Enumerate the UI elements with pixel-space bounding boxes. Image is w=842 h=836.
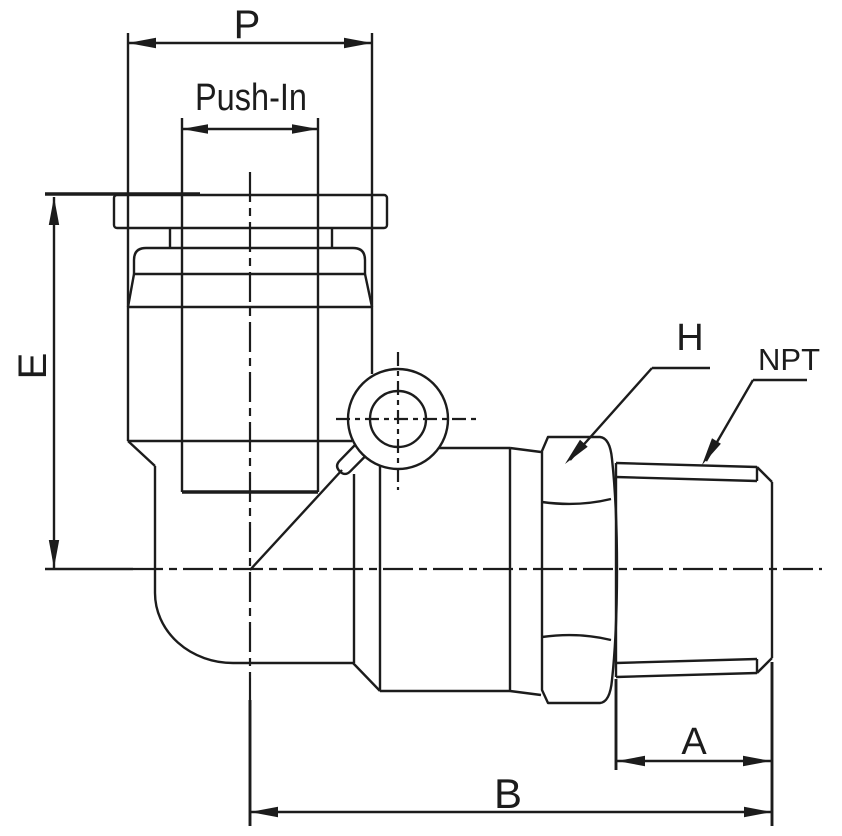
outlet-bottom-transition bbox=[509, 689, 542, 697]
dim-a-arrow-right bbox=[743, 755, 771, 767]
thread-bottom-root bbox=[615, 657, 758, 665]
elbow-corner-arc bbox=[153, 592, 234, 665]
corner-boss bbox=[249, 367, 450, 571]
corner-stub-outline bbox=[335, 444, 367, 476]
callout-npt: NPT bbox=[702, 342, 820, 465]
dim-b-label: B bbox=[494, 770, 522, 817]
dim-e-arrow-top bbox=[48, 197, 60, 225]
dim-push-in-arrow-left bbox=[182, 124, 208, 134]
cap-flange-outline bbox=[112, 193, 389, 230]
dim-push-in-arrow-right bbox=[292, 124, 318, 134]
centerlines bbox=[45, 172, 822, 700]
thread-tip-top-chamfer bbox=[756, 466, 773, 483]
dimension-e: E bbox=[11, 192, 200, 568]
boss-outer-circle bbox=[346, 367, 450, 471]
dim-e-label: E bbox=[11, 353, 55, 380]
thread-top-root bbox=[615, 475, 758, 483]
shoulder-chamfer-left bbox=[127, 440, 156, 467]
dim-p-arrow-right bbox=[344, 37, 372, 49]
outlet-leg-outline bbox=[352, 446, 542, 697]
callout-npt-arrowhead bbox=[702, 438, 721, 465]
dim-p-arrow-left bbox=[128, 37, 156, 49]
dim-a-arrow-left bbox=[617, 755, 645, 767]
thread-bottom-crest bbox=[615, 671, 758, 679]
dim-b-arrow-left bbox=[250, 806, 278, 818]
release-collet-outline bbox=[132, 246, 367, 276]
dim-push-in-label: Push-In bbox=[195, 77, 307, 119]
dim-b-arrow-right bbox=[744, 806, 772, 818]
npt-thread-outline bbox=[614, 461, 774, 679]
callout-h: H bbox=[565, 317, 710, 464]
dimension-p: P bbox=[128, 3, 372, 49]
outlet-bottom-chamfer bbox=[352, 662, 381, 692]
callout-h-label: H bbox=[676, 317, 703, 359]
dim-a-label: A bbox=[681, 721, 707, 763]
dimension-a: A bbox=[614, 679, 771, 770]
dimension-push-in: Push-In bbox=[182, 77, 318, 134]
thread-tip-bottom-chamfer bbox=[756, 657, 773, 674]
dim-p-label: P bbox=[234, 3, 261, 47]
hex-facet-line-lower bbox=[541, 633, 612, 642]
dim-e-arrow-bottom bbox=[48, 540, 60, 568]
push-in-leg-outline bbox=[112, 33, 389, 665]
dimension-b: B bbox=[248, 662, 774, 826]
thread-top-crest bbox=[615, 461, 758, 469]
corner-diagonal-line bbox=[249, 469, 343, 571]
outlet-top-transition bbox=[509, 446, 542, 454]
hex-facet-line-upper bbox=[541, 497, 612, 506]
callout-h-arrowhead bbox=[565, 439, 588, 464]
boss-inner-circle bbox=[368, 389, 428, 449]
callout-npt-label: NPT bbox=[758, 342, 820, 377]
